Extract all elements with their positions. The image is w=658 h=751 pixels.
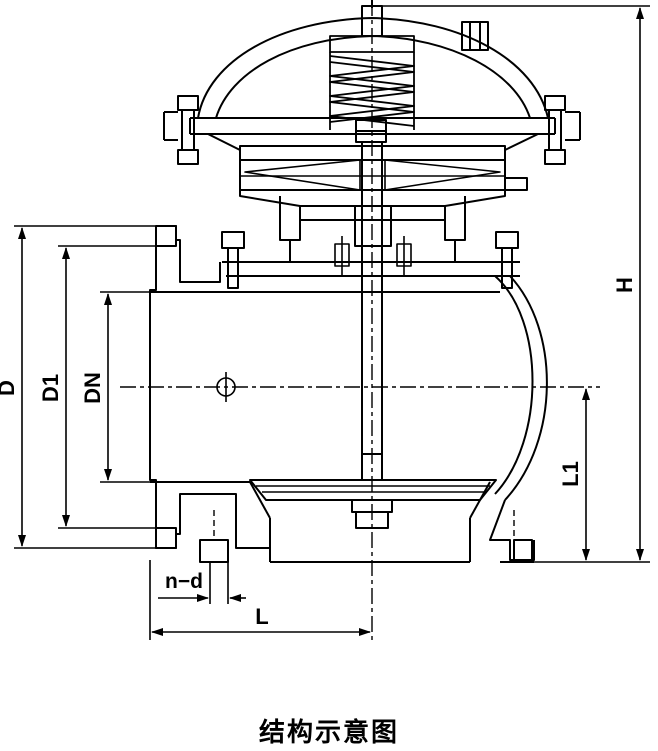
dimension-lines [14, 5, 650, 640]
valve-body [149, 225, 548, 563]
stem-nut [355, 119, 387, 143]
label-l1: L1 [558, 461, 583, 487]
label-d1: D1 [38, 374, 63, 402]
label-d: D [0, 380, 19, 396]
diaphragm-chamber [207, 133, 539, 207]
cover-bolt-left [163, 95, 199, 165]
label-n-d: n−d [165, 570, 203, 593]
label-l: L [255, 604, 268, 629]
neck-bolt-left [334, 236, 350, 276]
valve-disc [249, 479, 497, 529]
neck-bolt-right [396, 236, 412, 276]
centerlines [120, 0, 600, 644]
label-h: H [612, 277, 637, 293]
diagram-caption: 结构示意图 [258, 718, 399, 748]
label-dn: DN [80, 372, 105, 404]
cover-bolt-right [544, 95, 581, 165]
